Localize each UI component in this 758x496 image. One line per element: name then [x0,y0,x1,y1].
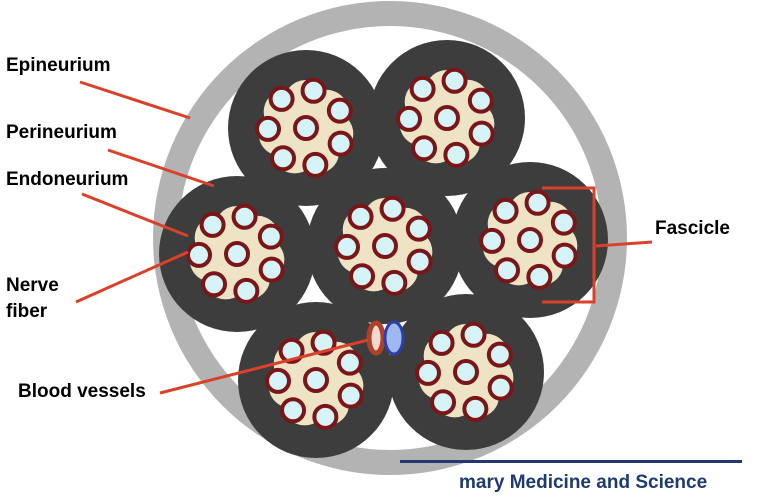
nerve-fiber [428,329,455,356]
nerve-fiber [405,215,432,242]
fascicle-label: Fascicle [655,218,730,239]
nerve-fiber [551,242,578,269]
nerve-fiber [280,397,307,424]
nerve-fiber [300,77,327,104]
footer-title: mary Medicine and Science [459,472,708,493]
endoneurium-label: Endoneurium [6,169,129,190]
fascicle-1 [228,50,384,206]
nerve-fiber [443,141,470,168]
nerve-fiber [468,120,495,147]
nerve-fiber [268,85,295,112]
nerve-fiber [524,189,551,216]
nerve-fiber [467,87,494,114]
nerve-fiber [409,75,436,102]
nerve-fiber [462,395,489,422]
nerve-fiber [347,203,374,230]
nerve-fiber [257,223,284,250]
fascicle-2 [369,40,525,196]
nerve-fiber [224,241,250,267]
nerve-fiber [411,135,438,162]
nerve-fiber [494,257,521,284]
fascicle-4 [307,168,463,324]
nerve-fiber [372,233,398,259]
nerve-fiber [526,263,553,290]
nerve-fiber-leader [75,250,189,304]
fascicle-bracket [542,186,596,304]
nerve-fiber [486,341,513,368]
nerve-fiber [396,105,423,132]
nerve-fiber [255,115,282,142]
fascicle-3 [159,176,315,332]
nerve-fiber [186,241,213,268]
fascicle-7 [388,294,544,450]
epineurium-label: Epineurium [6,55,111,76]
nerve-fiber [258,256,285,283]
nerve-fiber [303,367,329,393]
nerve-fiber [517,227,543,253]
nerve-fiber [233,277,260,304]
vein [383,320,405,356]
artery [366,320,386,356]
nerve-fiber [453,359,479,385]
fascicle-6 [238,302,394,458]
footer-rule [400,460,742,463]
nerve-fiber [293,115,319,141]
nerve-fiber [434,105,460,131]
perineurium-label: Perineurium [6,122,117,143]
epineurium-leader [79,80,191,120]
nerve-fiber [487,374,514,401]
nerve-fiber [312,403,339,430]
blood-vessels-leader [159,338,369,395]
nerve-fiber [381,269,408,296]
nerve-fiber [199,211,226,238]
nerve-fiber-label-line1: Nerve [6,275,59,296]
fascicle-5 [452,162,608,318]
nerve-fiber [201,271,228,298]
nerve-fiber [492,197,519,224]
nerve-fiber [479,227,506,254]
nerve-fiber [326,97,353,124]
nerve-fiber [302,151,329,178]
nerve-fiber [334,233,361,260]
nerve-fiber [231,203,258,230]
nerve-fiber [327,130,354,157]
nerve-fiber [265,367,292,394]
nerve-fiber [430,389,457,416]
nerve-fiber [415,359,442,386]
blood-vessels-label: Blood vessels [18,381,146,402]
nerve-fiber [379,195,406,222]
nerve-fiber [337,382,364,409]
nerve-fiber [349,263,376,290]
endoneurium-leader [81,192,189,238]
fascicle-leader [595,240,653,248]
nerve-fiber [550,209,577,236]
nerve-fiber [406,248,433,275]
nerve-fiber [460,321,487,348]
nerve-fiber-label-line2: fiber [6,301,48,322]
nerve-fiber [441,67,468,94]
perineurium-leader [107,148,215,188]
nerve-fiber [336,349,363,376]
nerve-fiber [270,145,297,172]
nerve-fiber [310,329,337,356]
nerve-fiber [278,337,305,364]
